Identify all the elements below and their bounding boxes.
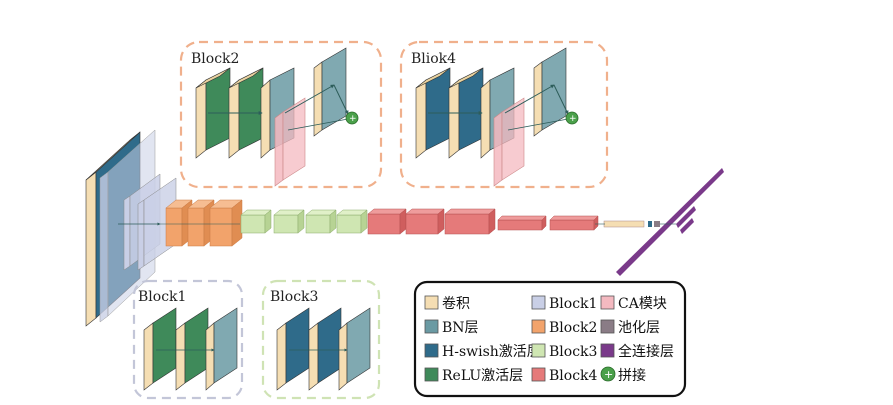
block1-conv-relu-2: [175, 307, 209, 391]
legend-label-8: Block4: [549, 368, 598, 384]
block2-conv-relu-1: [195, 67, 231, 159]
main-pipeline: [85, 129, 724, 327]
legend-label-2: BN层: [442, 320, 479, 336]
legend-label-9: CA模块: [618, 296, 667, 312]
legend-label-10: 池化层: [618, 320, 660, 336]
legend-swatch-4: [424, 367, 439, 382]
block1-conv-relu-1: [143, 307, 177, 391]
block4-conv-hswish-2: [448, 67, 484, 159]
block4-detail: Bliok4 +: [399, 40, 609, 189]
legend-swatch-12: [600, 366, 616, 382]
legend-label-7: Block3: [549, 344, 597, 360]
concat-plus-icon: +: [604, 368, 613, 381]
block4-arrow-c: [553, 84, 569, 115]
block4-frame: [399, 40, 609, 189]
pipeline-block4: [367, 208, 599, 235]
pipeline-head: [603, 168, 724, 276]
block3-detail: Block3: [261, 279, 381, 400]
legend-swatch-5: [531, 295, 546, 310]
block3-frame: [261, 279, 381, 400]
legend: 卷积 BN层 H-swish激活层 ReLU激活层 Block1Block2Block3…: [413, 280, 687, 398]
legend-label-12: 拼接: [618, 367, 646, 384]
legend-swatch-9: [600, 295, 615, 310]
legend-swatch-3: [424, 343, 439, 358]
block2-output-conv: [313, 47, 347, 137]
block4-concat-icon: [565, 111, 579, 125]
block3-title: Block3: [270, 289, 318, 305]
block1-detail: Block1: [132, 279, 244, 400]
legend-frame: [413, 280, 687, 398]
legend-label-5: Block1: [549, 296, 597, 312]
block3-conv-hswish-2: [308, 307, 342, 391]
legend-label-6: Block2: [549, 320, 597, 336]
legend-swatch-10: [600, 319, 615, 334]
block2-arrow-b: [284, 84, 335, 114]
block4-arrow-d: [507, 118, 569, 131]
block4-output-conv: [533, 47, 567, 137]
legend-swatch-11: [600, 343, 615, 358]
legend-swatch-1: [424, 295, 439, 310]
block2-concat-icon: [345, 111, 359, 125]
block2-arrow-d: [287, 118, 349, 131]
pipeline-block2: [165, 199, 243, 247]
block2-frame: [179, 40, 383, 189]
block1-title: Block1: [138, 289, 186, 305]
legend-label-11: 全连接层: [618, 343, 674, 360]
block2-detail: Block2 +: [179, 40, 383, 189]
legend-label-3: H-swish激活层: [442, 343, 541, 360]
block2-title: Block2: [191, 51, 239, 67]
block4-ca-module: [493, 97, 525, 187]
legend-swatch-7: [531, 343, 546, 358]
block2-ca-module: [274, 97, 306, 187]
block4-arrow-b: [504, 84, 555, 114]
block3-conv-hswish-1: [276, 307, 310, 391]
block4-concat-plus: +: [569, 114, 577, 124]
block4-title: Bliok4: [411, 51, 456, 67]
block2-concat-plus: +: [349, 114, 357, 124]
pipeline-block3: [240, 209, 368, 234]
block3-conv-bn: [338, 307, 371, 391]
legend-swatch-2: [424, 319, 439, 334]
legend-swatch-6: [531, 319, 546, 334]
legend-label-1: 卷积: [442, 296, 470, 312]
legend-label-4: ReLU激活层: [442, 367, 523, 384]
block4-conv-hswish-1: [415, 67, 451, 159]
legend-swatch-8: [531, 367, 546, 382]
block2-arrow-c: [333, 84, 349, 115]
block1-conv-bn: [205, 307, 238, 391]
